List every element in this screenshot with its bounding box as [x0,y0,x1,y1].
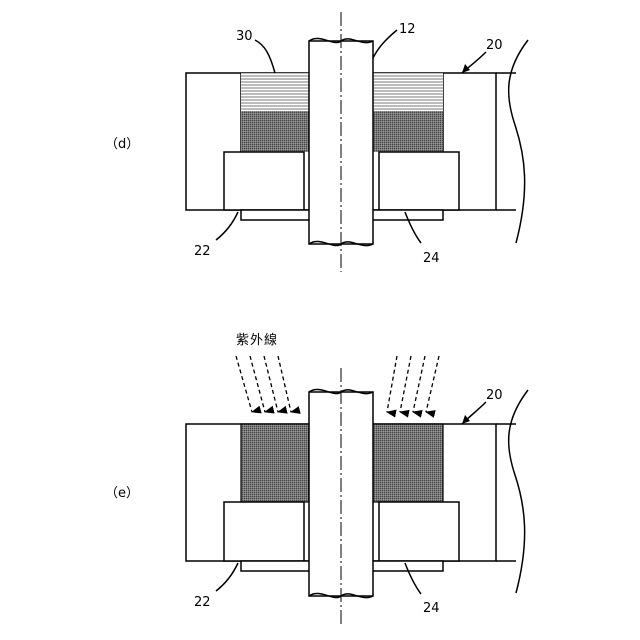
panel-e: （e） 紫外線 [105,332,528,625]
break-line-e [509,390,528,593]
label-20-d: 20 [486,38,503,53]
label-24-d: 24 [423,251,440,266]
panel-d: （d） 30 12 [105,12,528,272]
cured-layer-left [241,111,309,152]
block-24 [379,152,459,210]
cured-layer-left-e [241,424,309,502]
leader-22-d [216,212,238,240]
label-24-e: 24 [423,601,440,616]
cured-layer-right [373,111,443,152]
uv-arrows-left [236,356,291,412]
break-line [509,40,528,243]
wick-layer-left [241,73,309,111]
label-22-e: 22 [194,595,211,610]
panel-d-label: （d） [105,137,139,152]
uv-arrows-right [387,356,439,412]
block-24-e [379,502,459,561]
leader-12 [373,30,397,58]
wick-layer-right [373,73,443,111]
label-12: 12 [399,22,416,37]
label-30: 30 [236,29,253,44]
leader-30 [255,40,275,73]
shaft-12 [309,12,373,272]
block-22 [224,152,304,210]
label-22-d: 22 [194,244,211,259]
cured-layer-right-e [373,424,443,502]
leader-22-e [216,563,238,591]
uv-label: 紫外線 [236,332,278,348]
label-20-e: 20 [486,388,503,403]
block-22-e [224,502,304,561]
panel-e-label: （e） [105,486,139,501]
shaft-12-e [309,368,373,625]
